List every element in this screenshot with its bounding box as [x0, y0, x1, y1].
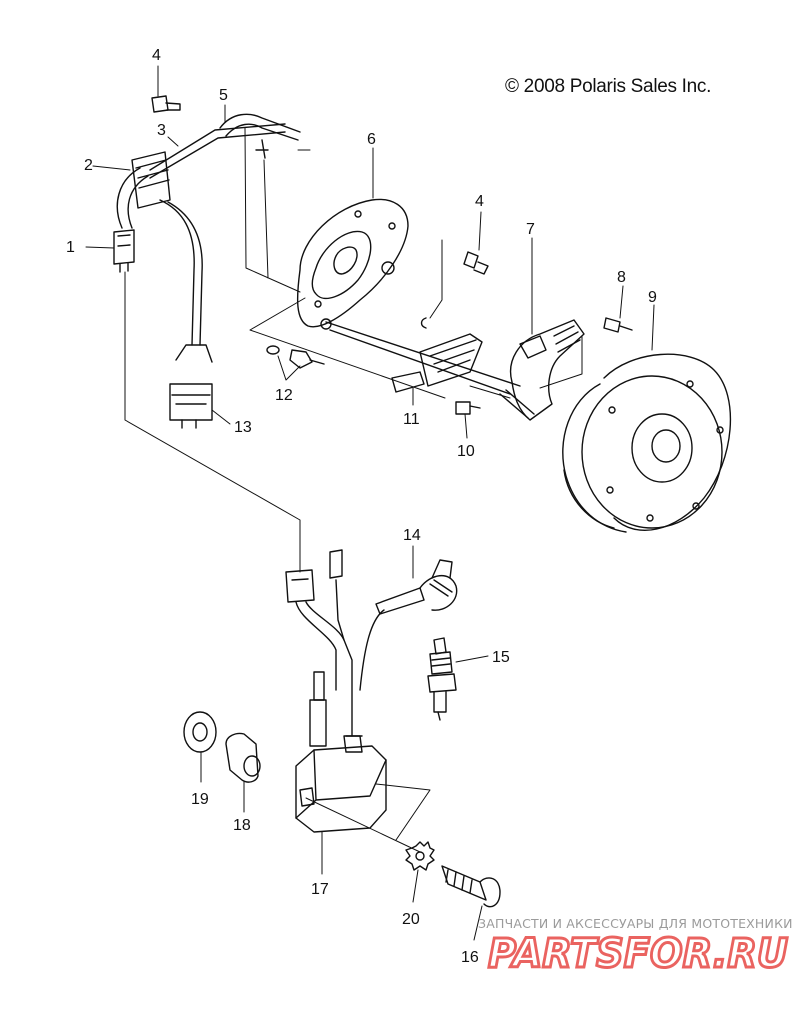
callout-8: 8	[617, 269, 626, 286]
guide-line	[124, 271, 301, 573]
stator-coil-part-7	[499, 319, 585, 421]
callout-2: 2	[84, 157, 93, 174]
cdi-connector-wires	[285, 549, 385, 737]
callout-18: 18	[233, 817, 251, 834]
callout-9: 9	[648, 289, 657, 306]
cdi-box-part-17	[295, 671, 431, 853]
callout-7: 7	[526, 221, 535, 238]
spark-plug-part-15	[427, 637, 457, 721]
callout-6: 6	[367, 131, 376, 148]
callout-5: 5	[219, 87, 228, 104]
leader-lines	[85, 65, 655, 941]
callout-17: 17	[311, 881, 329, 898]
callout-12: 12	[275, 387, 293, 404]
callout-13: 13	[234, 419, 252, 436]
callout-4-middle: 4	[475, 193, 484, 210]
washer-part-19	[183, 711, 217, 753]
flywheel-part-9	[562, 353, 732, 533]
bolt-part-4-top	[151, 95, 181, 113]
callout-3: 3	[157, 122, 166, 139]
bolt-part-4-middle	[463, 251, 489, 275]
bushing-part-18	[225, 732, 261, 783]
callout-15: 15	[492, 649, 510, 666]
pulser-coil-part-11	[391, 333, 483, 393]
stator-plate-part-6	[249, 198, 521, 399]
bolt-part-10	[455, 385, 511, 415]
bolt-part-8	[539, 317, 633, 389]
callout-20: 20	[402, 911, 420, 928]
callout-11: 11	[403, 411, 420, 428]
wiring-harness	[113, 113, 311, 429]
star-washer-part-20	[405, 841, 435, 871]
callout-14: 14	[403, 527, 421, 544]
watermark-tagline: ЗАПЧАСТИ И АКСЕССУАРЫ ДЛЯ МОТОТЕХНИКИ	[478, 916, 793, 931]
watermark-logo-text: PARTSFOR.RU	[488, 931, 788, 974]
callout-4-top: 4	[152, 47, 161, 64]
callout-19: 19	[191, 791, 209, 808]
callout-10: 10	[457, 443, 475, 460]
callout-16: 16	[461, 949, 479, 966]
screw-part-16	[441, 865, 501, 908]
washer-bolt-part-12	[266, 345, 325, 369]
callout-1: 1	[66, 239, 75, 256]
copyright-notice: © 2008 Polaris Sales Inc.	[505, 76, 712, 97]
watermark-logo: PARTSFOR.RU	[487, 930, 790, 974]
spark-plug-cap-part-14	[375, 559, 458, 615]
